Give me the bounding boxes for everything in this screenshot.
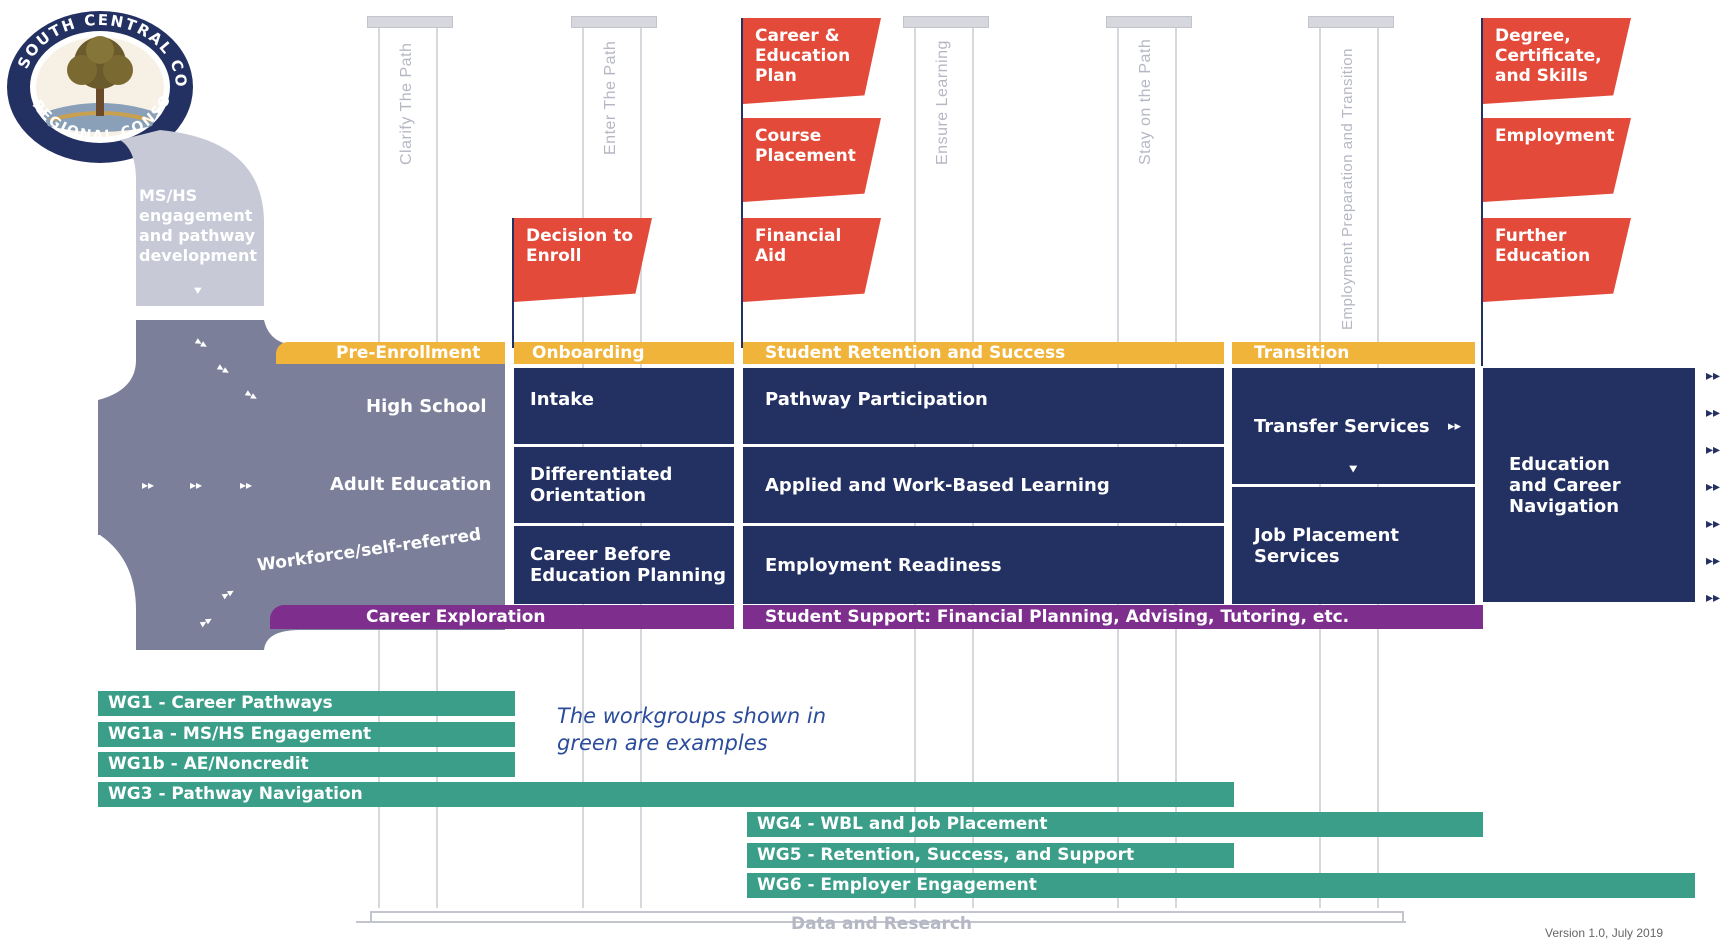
workgroup-wg1a: WG1a - MS/HS Engagement xyxy=(98,722,515,747)
workgroup-wg6: WG6 - Employer Engagement xyxy=(747,873,1695,898)
ms-hs-text: MS/HS engagement and pathway development xyxy=(139,186,258,265)
student-support-bar: Student Support: Financial Planning, Adv… xyxy=(743,605,1483,629)
career-exploration-bar: Career Exploration xyxy=(270,605,734,629)
workgroup-wg1: WG1 - Career Pathways xyxy=(98,691,515,716)
arrow-icon: ▸▸ xyxy=(240,478,253,492)
box-education-career-navigation: Education and Career Navigation xyxy=(1483,368,1695,602)
flag-career-plan: Career & Education Plan xyxy=(743,18,881,104)
workgroup-wg3: WG3 - Pathway Navigation xyxy=(98,782,1234,807)
right-arrow-icon: ▸▸ xyxy=(1706,553,1721,569)
entry-adult-education: Adult Education xyxy=(330,474,492,495)
flag-degree: Degree, Certificate, and Skills xyxy=(1483,18,1631,104)
right-arrow-icon: ▸▸ xyxy=(1706,590,1721,606)
workgroup-wg1b: WG1b - AE/Noncredit xyxy=(98,752,515,777)
right-arrow-icon: ▸▸ xyxy=(1447,419,1461,434)
flag-pole xyxy=(741,18,743,348)
workgroup-wg5: WG5 - Retention, Success, and Support xyxy=(747,843,1234,868)
down-arrow-icon: ⯆ xyxy=(1348,463,1359,478)
right-arrow-icon: ▸▸ xyxy=(1706,479,1721,495)
right-arrow-icon: ▸▸ xyxy=(1706,516,1721,532)
box-employment-readiness: Employment Readiness xyxy=(743,526,1224,604)
pillar-label-employment: Employment Preparation and Transition xyxy=(1339,48,1356,330)
arrow-icon: ▸▸ xyxy=(190,478,203,492)
phase-pre-enrollment: Pre-Enrollment xyxy=(276,342,505,364)
box-transfer-services: Transfer Services ▸▸ ⯆ xyxy=(1232,368,1475,484)
box-intake: Intake xyxy=(514,368,734,444)
right-arrow-icon: ▸▸ xyxy=(1706,442,1721,458)
box-pathway-participation: Pathway Participation xyxy=(743,368,1224,444)
pillar-label-stay: Stay on the Path xyxy=(1137,38,1154,165)
flag-decision-to-enroll: Decision to Enroll xyxy=(514,218,652,302)
box-applied-work-based-learning: Applied and Work-Based Learning xyxy=(743,447,1224,523)
data-research-label: Data and Research xyxy=(790,914,973,934)
box-career-before-education: Career Before Education Planning xyxy=(514,526,734,604)
consortium-logo: SOUTH CENTRAL COAST REGIONAL CONSORTIUM xyxy=(0,0,198,166)
flag-financial-aid: Financial Aid xyxy=(743,218,881,302)
workgroups-note: The workgroups shown in green are exampl… xyxy=(557,704,827,755)
workgroup-wg4: WG4 - WBL and Job Placement xyxy=(747,812,1483,837)
flag-pole xyxy=(1481,18,1483,366)
flag-employment: Employment xyxy=(1483,118,1631,202)
entry-high-school: High School xyxy=(366,396,487,417)
right-arrow-icon: ▸▸ xyxy=(1706,405,1721,421)
transfer-services-label: Transfer Services xyxy=(1254,415,1430,437)
flag-course-placement: Course Placement xyxy=(743,118,881,202)
arrow-icon: ▸▸ xyxy=(142,478,155,492)
down-arrow-icon: ⯆ xyxy=(193,284,203,298)
entry-funnel xyxy=(0,0,520,660)
phase-onboarding: Onboarding xyxy=(514,342,734,364)
pillar-label-enter: Enter The Path xyxy=(602,40,619,155)
version-label: Version 1.0, July 2019 xyxy=(1545,926,1664,940)
flag-pole xyxy=(512,218,514,348)
pillar-label-ensure: Ensure Learning xyxy=(934,40,951,165)
flag-further-education: Further Education xyxy=(1483,218,1631,302)
phase-retention: Student Retention and Success xyxy=(743,342,1224,364)
right-arrow-icon: ▸▸ xyxy=(1706,368,1721,384)
box-differentiated-orientation: Differentiated Orientation xyxy=(514,447,734,523)
box-job-placement: Job Placement Services xyxy=(1232,487,1475,604)
phase-transition: Transition xyxy=(1232,342,1475,364)
